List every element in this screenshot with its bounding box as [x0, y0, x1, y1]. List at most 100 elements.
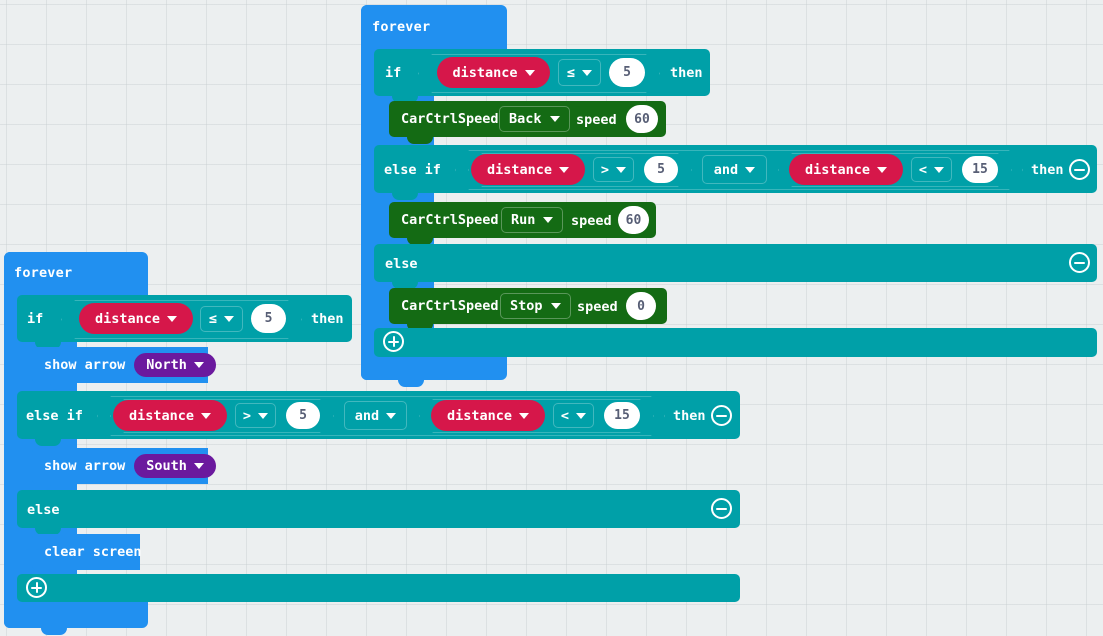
arrow-direction-dropdown-south[interactable]: South	[134, 454, 216, 478]
carctrlspeed-direction-dropdown-1[interactable]: Back	[499, 106, 570, 132]
else-keyword-label-2: else	[27, 502, 60, 518]
forever-block-header[interactable]	[361, 5, 507, 49]
comparison-operator-dropdown-right-2[interactable]: <	[553, 403, 594, 428]
chevron-down-icon	[549, 116, 560, 122]
add-branch-button-arrow-display[interactable]	[26, 577, 47, 598]
chevron-down-icon	[224, 316, 235, 322]
show-arrow-label-south: show arrow	[44, 458, 126, 474]
carctrlspeed-block-3[interactable]: CarCtrlSpeed	[389, 288, 541, 324]
comparison-operator-label-2: ≤	[208, 311, 218, 327]
else-if-left-compare-block[interactable]	[468, 153, 692, 187]
comparison-operator-dropdown-right[interactable]: <	[911, 157, 952, 182]
remove-branch-button-else[interactable]	[1069, 252, 1090, 273]
distance-variable-label-left: distance	[486, 161, 553, 178]
logic-and-label: and	[713, 161, 739, 178]
arrow-direction-dropdown-north[interactable]: North	[134, 353, 216, 377]
chevron-down-icon	[877, 166, 888, 173]
else-if-keyword-label: else if	[384, 162, 441, 178]
clear-screen-block[interactable]: clear screen	[32, 534, 142, 570]
else-if-right-compare-block-2[interactable]	[419, 399, 654, 433]
carctrlspeed-direction-label-3: Stop	[510, 298, 543, 314]
carctrlspeed-speed-label-3: speed	[577, 299, 618, 315]
else-if-right-compare-block[interactable]	[778, 153, 1012, 187]
if-condition-compare-block-2[interactable]	[61, 300, 302, 339]
forever-label: forever	[372, 19, 431, 35]
else-if-condition-and-block[interactable]	[455, 150, 1023, 190]
comparison-value-field-right-2[interactable]: 15	[604, 402, 640, 429]
distance-variable-reporter-right[interactable]: distance	[789, 154, 903, 185]
comparison-operator-label-right: <	[918, 161, 928, 178]
show-arrow-label-north: show arrow	[44, 357, 126, 373]
comparison-value-field-2[interactable]: 5	[251, 304, 286, 333]
forever-block-footer-2[interactable]	[4, 600, 148, 628]
else-header-notch	[392, 282, 418, 289]
clear-screen-label: clear screen	[44, 544, 142, 560]
forever-bottom-notch	[398, 380, 424, 387]
carctrlspeed-label-2: CarCtrlSpeed	[401, 212, 499, 228]
else-if-header-notch-2	[35, 439, 61, 446]
comparison-value-field-right[interactable]: 15	[962, 156, 998, 183]
distance-variable-reporter-2[interactable]: distance	[79, 303, 193, 334]
if-condition-compare-block[interactable]	[418, 54, 660, 93]
chevron-down-icon	[258, 412, 269, 419]
add-branch-bar[interactable]	[374, 328, 1097, 357]
comparison-value-field-left[interactable]: 5	[644, 156, 678, 183]
if-header-notch-2	[35, 342, 61, 349]
remove-branch-button-else-2[interactable]	[711, 498, 732, 519]
if-header-notch	[392, 96, 418, 103]
comparison-operator-dropdown[interactable]: ≤	[558, 59, 601, 86]
show-arrow-notch-north	[50, 383, 76, 390]
remove-branch-button-else-if[interactable]	[1069, 159, 1090, 180]
carctrlspeed-label-1: CarCtrlSpeed	[401, 111, 499, 127]
carctrlspeed-notch-3	[407, 324, 433, 331]
carctrlspeed-direction-label-2: Run	[511, 212, 536, 228]
forever-block-header-2[interactable]	[4, 252, 148, 296]
else-if-condition-and-block-2[interactable]	[97, 396, 665, 436]
carctrlspeed-speed-field-3[interactable]: 0	[626, 292, 656, 320]
add-branch-bar-2[interactable]	[17, 574, 740, 602]
distance-variable-reporter-left-2[interactable]: distance	[113, 400, 227, 431]
logic-and-dropdown[interactable]: and	[702, 155, 767, 184]
if-then-label-2: then	[311, 311, 344, 327]
carctrlspeed-direction-dropdown-2[interactable]: Run	[501, 207, 564, 233]
comparison-operator-dropdown-2[interactable]: ≤	[200, 306, 243, 332]
chevron-down-icon	[519, 412, 530, 419]
carctrlspeed-label-3: CarCtrlSpeed	[401, 298, 499, 314]
carctrlspeed-speed-label-1: speed	[576, 112, 617, 128]
distance-variable-reporter[interactable]: distance	[437, 57, 550, 88]
show-arrow-block-north[interactable]: show arrow North	[32, 347, 216, 383]
else-branch-header-2[interactable]	[17, 490, 740, 528]
chevron-down-icon	[582, 69, 593, 76]
if-keyword-label: if	[385, 65, 402, 81]
chevron-down-icon	[193, 362, 204, 368]
show-arrow-block-south[interactable]: show arrow South	[32, 448, 216, 484]
else-if-then-label-2: then	[673, 408, 706, 424]
else-if-keyword-label-2: else if	[26, 408, 83, 424]
carctrlspeed-block-1[interactable]: CarCtrlSpeed	[389, 101, 541, 137]
carctrlspeed-speed-label-2: speed	[571, 213, 612, 229]
forever-label-2: forever	[14, 265, 73, 281]
distance-variable-reporter-left[interactable]: distance	[471, 154, 585, 185]
comparison-operator-label-left: >	[600, 161, 610, 178]
carctrlspeed-speed-field-2[interactable]: 60	[618, 206, 649, 234]
comparison-operator-dropdown-left[interactable]: >	[593, 157, 634, 182]
carctrlspeed-block-2[interactable]: CarCtrlSpeed	[389, 202, 541, 238]
chevron-down-icon	[616, 166, 627, 173]
carctrlspeed-direction-dropdown-3[interactable]: Stop	[500, 293, 571, 319]
carctrlspeed-notch-1	[407, 137, 433, 144]
distance-variable-label-left-2: distance	[128, 407, 195, 424]
chevron-down-icon	[559, 166, 570, 173]
else-branch-header[interactable]	[374, 244, 1097, 282]
forever-bottom-notch-2	[41, 628, 67, 635]
comparison-operator-dropdown-left-2[interactable]: >	[235, 403, 276, 428]
comparison-value-field-left-2[interactable]: 5	[286, 402, 320, 429]
logic-and-dropdown-2[interactable]: and	[344, 401, 407, 430]
else-if-left-compare-block-2[interactable]	[110, 399, 334, 433]
add-branch-button-car-control[interactable]	[383, 331, 404, 352]
distance-variable-reporter-right-2[interactable]: distance	[431, 400, 545, 431]
else-if-then-label: then	[1031, 162, 1064, 178]
remove-branch-button-else-if-2[interactable]	[711, 405, 732, 426]
comparison-value-field[interactable]: 5	[609, 58, 645, 87]
carctrlspeed-speed-field-1[interactable]: 60	[626, 105, 658, 133]
